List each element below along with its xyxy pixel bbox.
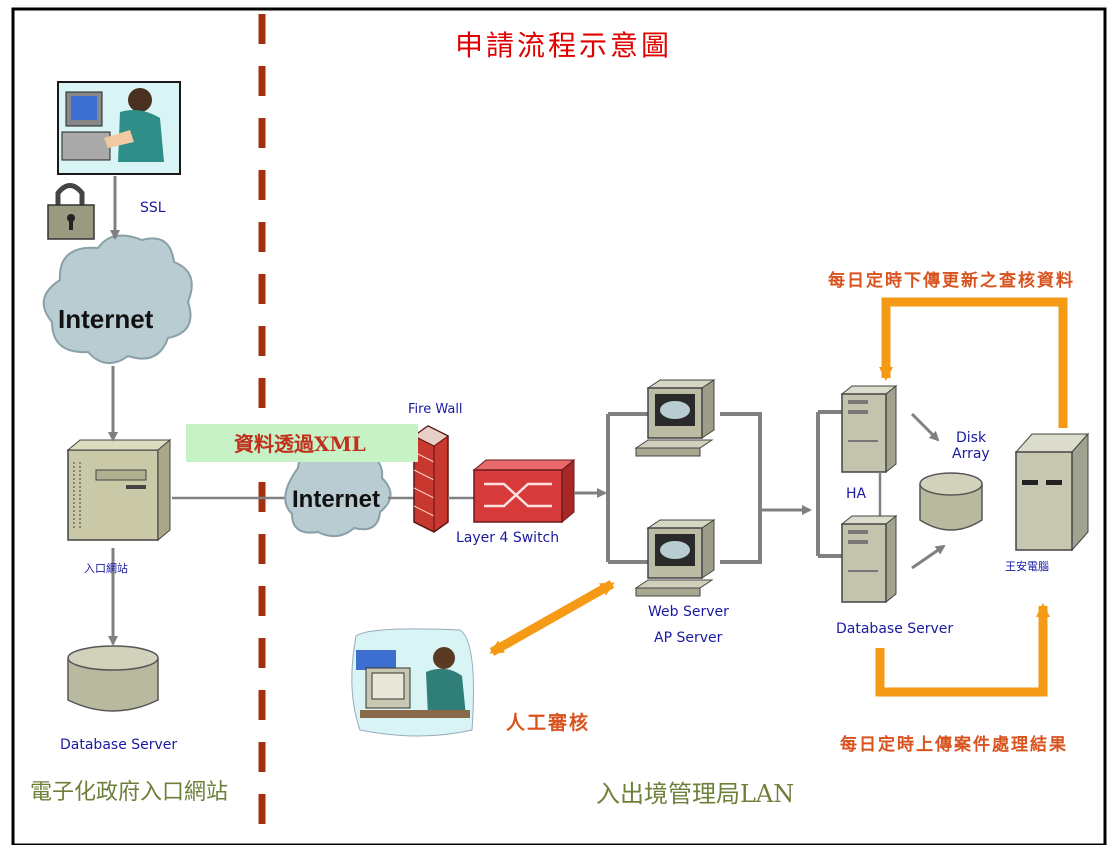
daily-upload-label: 每日定時上傳案件處理結果 (840, 735, 1068, 755)
xml-note-label: 資料透過XML (234, 432, 366, 456)
arrow-db-disk-top (910, 412, 940, 442)
switch-icon (472, 458, 576, 524)
lock-icon (47, 183, 95, 240)
firewall-icon (413, 425, 449, 533)
portal-server-icon (66, 438, 172, 542)
reviewer-computer-icon (351, 628, 474, 737)
bracket-db (816, 410, 842, 558)
firewall-label: Fire Wall (408, 402, 463, 417)
internet-left-label: Internet (58, 304, 154, 334)
ha-label: HA (846, 486, 867, 502)
ap-server-label: AP Server (654, 630, 723, 646)
xml-note-box (186, 424, 418, 462)
manual-review-arrow (489, 580, 615, 656)
bracket-web-in (606, 412, 648, 564)
frame-border (11, 7, 1107, 845)
database-left-icon (67, 645, 159, 712)
manual-review-label: 人工審核 (506, 712, 591, 734)
web-server-label: Web Server (648, 604, 729, 620)
wang-label: 王安電腦 (1005, 560, 1049, 573)
bracket-web-out (720, 412, 762, 564)
db-server-top-icon (840, 384, 898, 474)
daily-download-label: 每日定時下傳更新之查核資料 (828, 271, 1075, 291)
user-computer-icon (57, 81, 181, 175)
portal-site-label: 入口網站 (84, 562, 128, 575)
db-right-label: Database Server (836, 621, 954, 637)
web-server-top-icon (634, 379, 716, 457)
internet-mid-label: Internet (292, 486, 381, 513)
web-server-bottom-icon (634, 519, 716, 597)
disk-array-label-1: Disk (956, 430, 987, 446)
db-left-label: Database Server (60, 737, 178, 753)
db-server-bottom-icon (840, 514, 898, 604)
mainframe-icon (1014, 432, 1090, 552)
disk-array-label-2: Array (952, 446, 990, 462)
upload-flow-arrow (875, 603, 1050, 697)
arrow-db-disk-bottom (911, 544, 946, 570)
ssl-label: SSL (140, 200, 166, 216)
internet-cloud-left (42, 234, 193, 364)
diagram-title: 申請流程示意圖 (455, 29, 673, 62)
region-left-label: 電子化政府入口網站 (30, 780, 229, 805)
disk-array-icon (919, 472, 983, 531)
region-right-label: 入出境管理局LAN (596, 780, 795, 808)
download-flow-arrow (879, 297, 1068, 428)
switch-label: Layer 4 Switch (456, 530, 560, 546)
